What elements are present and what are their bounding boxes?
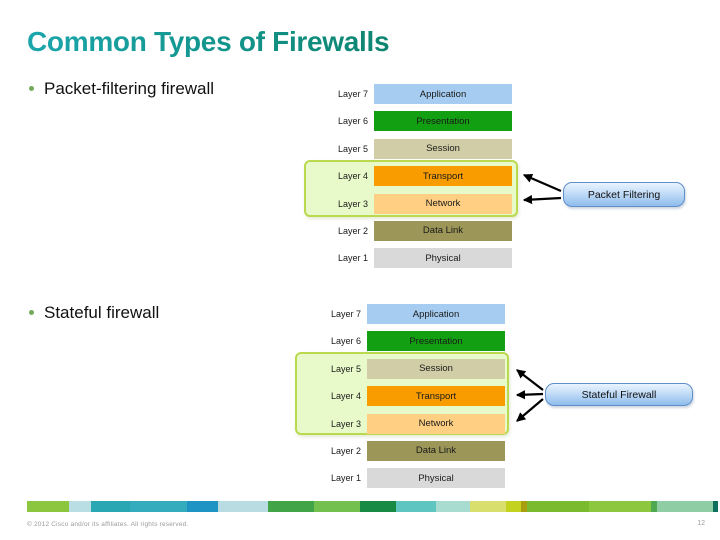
layer-row: Layer 1 Physical [301, 468, 505, 489]
layer-row: Layer 3 Network [301, 413, 505, 434]
arrow-to-network [516, 398, 544, 422]
layer-number-label: Layer 5 [330, 363, 361, 374]
color-bar-segment [187, 501, 218, 512]
color-bar-segment [521, 501, 527, 512]
color-bar-segment [651, 501, 657, 512]
arrow-to-network [522, 194, 562, 205]
layer-box-application: Application [374, 84, 512, 104]
layer-number-label: Layer 3 [337, 198, 368, 209]
layer-box-transport: Transport [367, 386, 505, 407]
bullet-packet-filtering: Packet-filtering firewall [27, 78, 214, 99]
arrow-to-session [516, 369, 544, 391]
color-bar-segment [360, 501, 396, 512]
layer-number-label: Layer 1 [337, 253, 368, 264]
osi-diagram-packet-filtering: Layer 7 Application Layer 6 Presentation… [308, 84, 512, 269]
color-bar-segment [27, 501, 69, 512]
color-bar-segment [130, 501, 187, 512]
color-bar-segment [470, 501, 506, 512]
arrows-packet-filtering [522, 173, 562, 205]
color-bar-segment [268, 501, 314, 512]
layer-name: Session [426, 143, 460, 155]
layer-row: Layer 5 Session [308, 138, 512, 159]
layer-number-label: Layer 4 [337, 171, 368, 182]
bullet-label: Packet-filtering firewall [44, 79, 215, 98]
layer-name: Network [425, 198, 461, 210]
layer-row: Layer 7 Application [308, 84, 512, 104]
color-bar-segment [657, 501, 713, 512]
layer-number-label: Layer 4 [330, 391, 361, 402]
layer-name: Presentation [409, 335, 463, 347]
layer-name: Data Link [422, 225, 464, 237]
layer-row: Layer 7 Application [301, 304, 505, 324]
color-bar-segment [218, 501, 268, 512]
layer-number-label: Layer 2 [337, 225, 368, 236]
page-title: Common Types of Firewalls [27, 26, 390, 57]
page-number: 12 [697, 520, 705, 527]
layer-row: Layer 3 Network [308, 193, 512, 214]
layer-box-session: Session [374, 138, 512, 159]
layer-number-label: Layer 6 [330, 336, 361, 347]
layer-name: Data Link [415, 445, 457, 457]
layer-number-label: Layer 5 [337, 143, 368, 154]
layer-name: Physical [418, 472, 454, 484]
footer-color-bar [27, 501, 718, 512]
layer-name: Presentation [416, 115, 470, 127]
color-bar-segment [589, 501, 651, 512]
color-bar-segment [91, 501, 130, 512]
layer-number-label: Layer 3 [330, 418, 361, 429]
layer-box-network: Network [367, 413, 505, 434]
layer-name: Physical [425, 252, 461, 264]
layer-number-label: Layer 1 [330, 473, 361, 484]
layer-row: Layer 6 Presentation [308, 111, 512, 132]
layer-row: Layer 1 Physical [308, 248, 512, 269]
arrow-to-transport [515, 390, 544, 400]
bullet-dot-icon [29, 310, 34, 315]
bullet-dot-icon [29, 86, 34, 91]
layer-name: Application [419, 88, 467, 100]
layer-box-physical: Physical [374, 248, 512, 269]
bullet-stateful: Stateful firewall [27, 302, 159, 323]
layer-box-session: Session [367, 358, 505, 379]
layer-number-label: Layer 6 [337, 116, 368, 127]
layer-number-label: Layer 7 [330, 309, 361, 319]
layer-name: Network [418, 418, 454, 430]
color-bar-segment [436, 501, 470, 512]
layer-row: Layer 2 Data Link [301, 440, 505, 461]
layer-box-data-link: Data Link [374, 220, 512, 241]
callout-stateful-firewall: Stateful Firewall [545, 383, 693, 406]
layer-number-label: Layer 7 [337, 89, 368, 99]
color-bar-segment [69, 501, 91, 512]
arrow-to-transport [522, 173, 562, 193]
arrows-stateful [515, 369, 544, 422]
color-bar-segment [713, 501, 718, 512]
layer-name: Transport [422, 170, 464, 182]
layer-box-network: Network [374, 193, 512, 214]
color-bar-segment [506, 501, 521, 512]
layer-row: Layer 2 Data Link [308, 220, 512, 241]
layer-box-presentation: Presentation [374, 111, 512, 132]
layer-row: Layer 4 Transport [308, 166, 512, 187]
layer-name: Application [412, 308, 460, 320]
color-bar-segment [314, 501, 360, 512]
callout-packet-filtering: Packet Filtering [563, 182, 685, 207]
layer-box-application: Application [367, 304, 505, 324]
layer-box-physical: Physical [367, 468, 505, 489]
layer-row: Layer 6 Presentation [301, 331, 505, 352]
layer-row: Layer 5 Session [301, 358, 505, 379]
footer-copyright: © 2012 Cisco and/or its affiliates. All … [27, 521, 189, 528]
layer-name: Transport [415, 390, 457, 402]
color-bar-segment [527, 501, 589, 512]
layer-row: Layer 4 Transport [301, 386, 505, 407]
layer-name: Session [419, 363, 453, 375]
bullet-label: Stateful firewall [44, 303, 160, 322]
osi-diagram-stateful: Layer 7 Application Layer 6 Presentation… [301, 304, 505, 489]
color-bar-segment [396, 501, 436, 512]
layer-box-data-link: Data Link [367, 440, 505, 461]
layer-number-label: Layer 2 [330, 445, 361, 456]
layer-box-transport: Transport [374, 166, 512, 187]
layer-box-presentation: Presentation [367, 331, 505, 352]
